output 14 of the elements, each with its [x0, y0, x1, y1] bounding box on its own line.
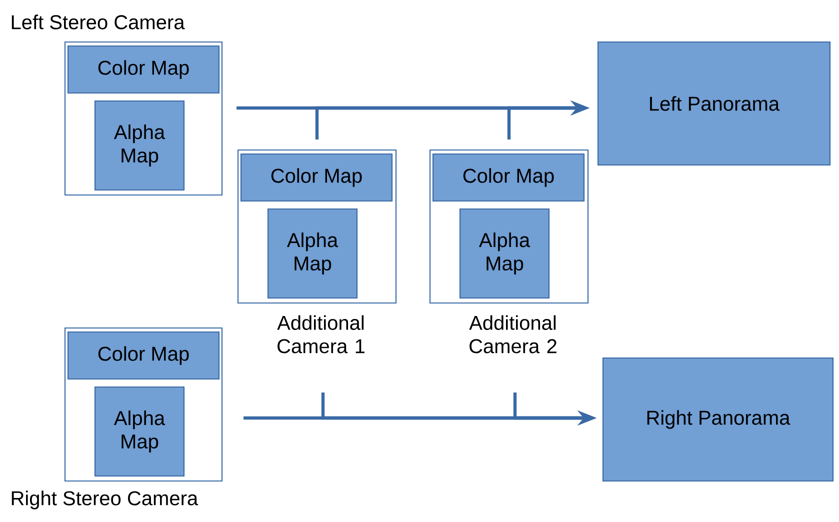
panorama-box: Right Panorama [602, 357, 834, 482]
panorama-box: Left Panorama [597, 41, 831, 166]
node-label: Additional Camera 2 [469, 315, 556, 354]
map-box: Color Map [67, 331, 220, 380]
node-label: Right Stereo Camera [12, 490, 198, 510]
node-label: Additional Camera 1 [277, 315, 364, 354]
map-box: Alpha Map [94, 100, 185, 191]
node-label: Left Stereo Camera [12, 14, 185, 30]
map-box: Color Map [240, 153, 393, 202]
map-box: Color Map [432, 153, 585, 202]
map-box: Alpha Map [94, 386, 185, 477]
map-box: Color Map [67, 45, 220, 94]
map-box: Alpha Map [267, 208, 358, 299]
map-box: Alpha Map [459, 208, 550, 299]
